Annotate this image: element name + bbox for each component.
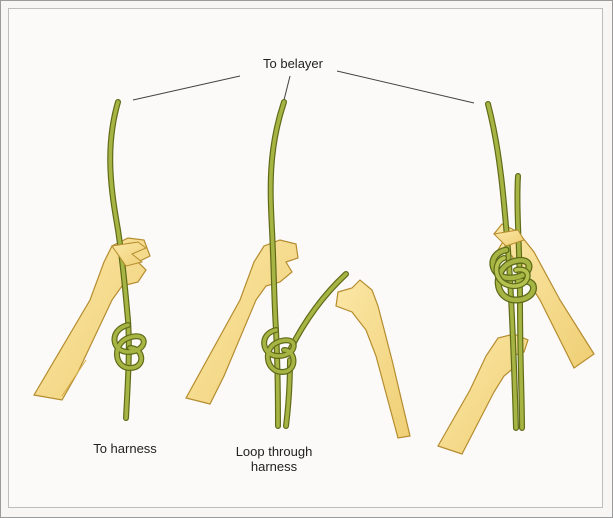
rope-panel-2-tail [290, 274, 346, 350]
panel-1-to-harness [34, 102, 150, 418]
belayer-leader-lines [133, 71, 474, 103]
hand-right-panel-2 [336, 280, 410, 438]
hand-left-panel-2 [186, 240, 298, 404]
panel-2-loop-through-harness [186, 102, 410, 438]
panel-3-finished-knot [438, 104, 594, 454]
to-belayer-label: To belayer [238, 56, 348, 71]
loop-through-harness-label: Loop through harness [214, 444, 334, 474]
to-harness-label: To harness [70, 441, 180, 456]
